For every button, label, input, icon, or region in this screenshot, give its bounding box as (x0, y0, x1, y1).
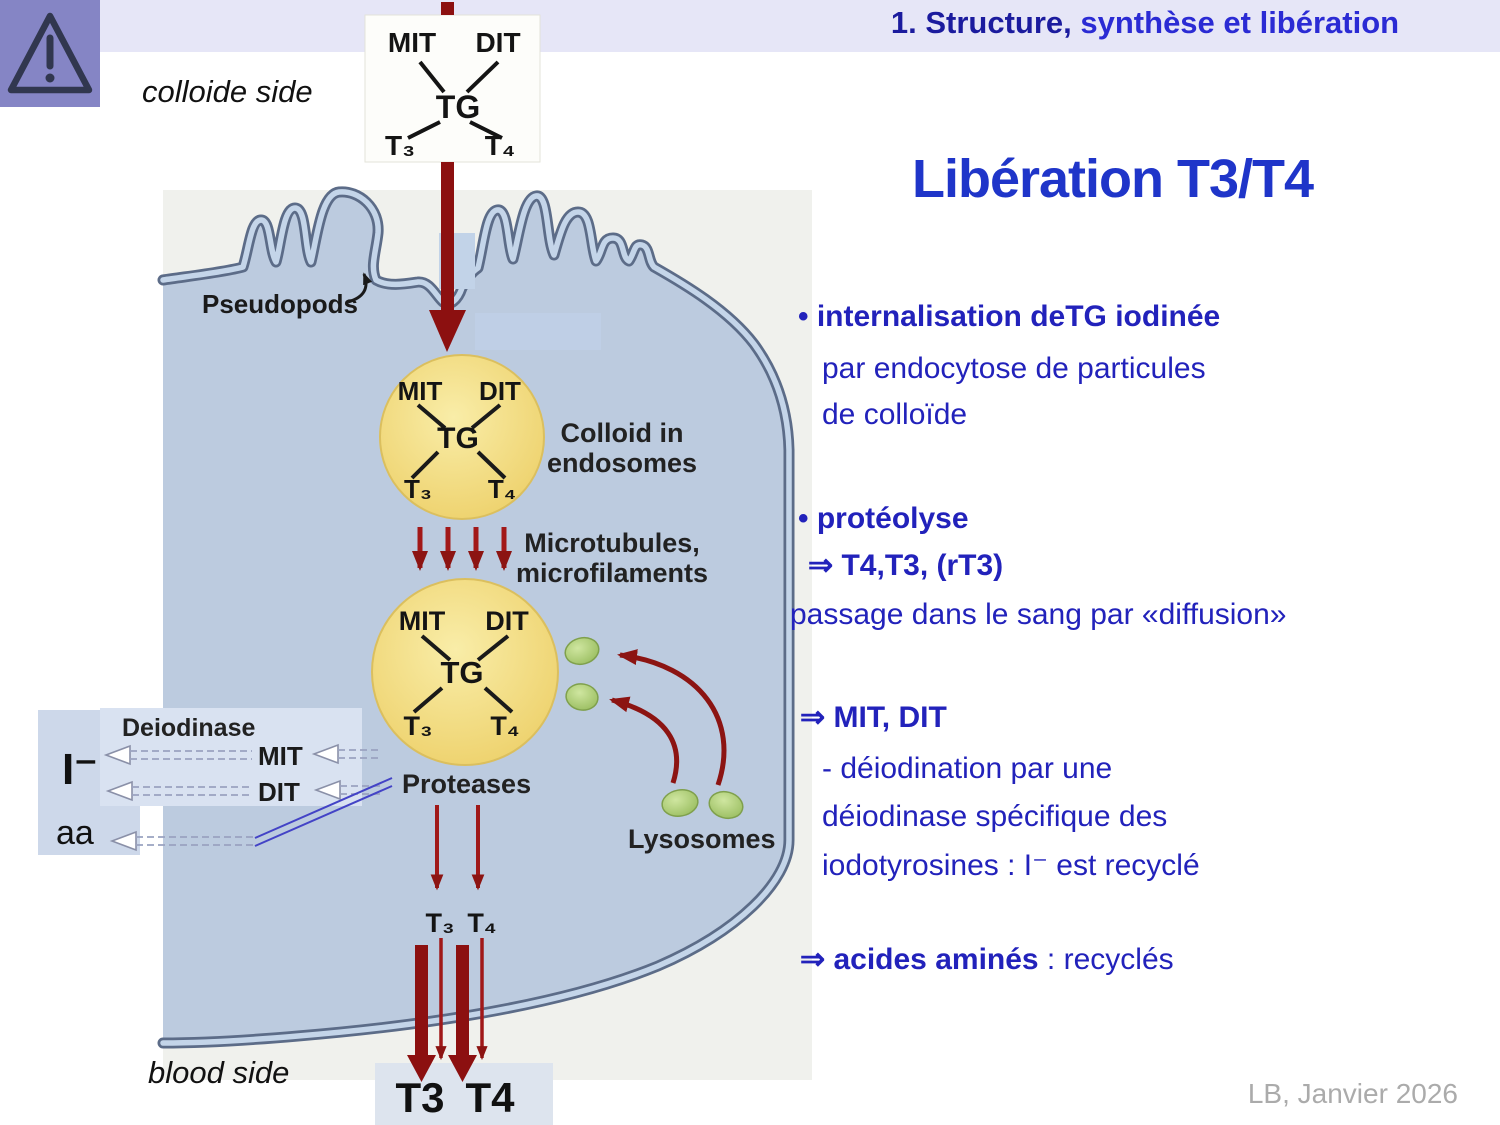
endolysosome-circle (371, 578, 559, 766)
endocytosis-arrow (429, 162, 466, 352)
exclamation-dot (45, 73, 55, 83)
t4-label: T₄ (488, 474, 516, 504)
hollow-left-arrow (109, 830, 137, 852)
mit-recycle-label: MIT (258, 741, 303, 771)
secretion-arrows-thin (435, 938, 488, 1061)
microtubules-label: Microtubules, (524, 528, 700, 558)
hollow-left-arrow (105, 780, 133, 802)
bullet-passage-sang: passage dans le sang par «diffusion» (790, 598, 1287, 631)
bullet-acides-amines: ⇒ acides aminés : recyclés (800, 942, 1174, 977)
lysosome-fusion-arrow (609, 696, 680, 784)
page-title: Libération T3/T4 (911, 149, 1314, 209)
warning-icon (0, 0, 100, 107)
blood-side-label: blood side (148, 1055, 290, 1090)
warning-triangle-icon (7, 12, 93, 94)
colloid-in-label: Colloid in (561, 418, 684, 448)
bullet-internalisation: • internalisation deTG iodinée (798, 300, 1221, 333)
bullet-t4t3: ⇒ T4,T3, (rT3) (808, 549, 1004, 582)
lysosome-vesicle (708, 790, 744, 820)
bullet-proteolyse: • protéolyse (798, 502, 969, 535)
dit-label: DIT (475, 27, 520, 58)
triangle-outline (7, 12, 93, 94)
red-mark-top (441, 2, 454, 15)
t3-label: T₃ (404, 711, 433, 741)
aa-double-line (254, 777, 393, 847)
tg-label: TG (440, 655, 483, 690)
blood-t4-label: T4 (465, 1074, 515, 1121)
t3-label: T₃ (404, 474, 432, 504)
microfilaments-label: microfilaments (516, 558, 708, 588)
mit-label: MIT (399, 606, 446, 636)
lysosome-vesicles (564, 636, 744, 820)
deiodinase-label: Deiodinase (122, 714, 255, 742)
dit-recycle-label: DIT (258, 777, 300, 807)
endosome-labels: MIT DIT TG T₃ T₄ (398, 376, 521, 504)
hollow-left-arrow (103, 744, 131, 766)
hollow-left-arrow (311, 743, 339, 765)
bullet-deiodination-line2: déiodinase spécifique des (822, 800, 1168, 833)
amino-acid-label: aa (56, 814, 94, 852)
header-part1: 1. Structure, (890, 5, 1072, 40)
endosome-bonds (410, 403, 507, 480)
lysosome-vesicle (565, 683, 599, 711)
bullet-internalisation-line3: de colloïde (822, 398, 968, 431)
header-part2: synthèse et libération (1071, 5, 1400, 40)
mit-label: MIT (388, 27, 436, 58)
lysosomes-label: Lysosomes (628, 824, 776, 854)
colloide-side-label: colloide side (142, 74, 313, 109)
t4-label: T₄ (490, 711, 519, 741)
proteases-label: Proteases (402, 769, 531, 799)
pseudopods-pointer-arrow (347, 272, 373, 304)
slide-header: 1. Structure, synthèse et libération (790, 5, 1500, 41)
tg-label: TG (437, 422, 479, 455)
tg-complex-bonds (407, 60, 503, 140)
blood-t3-label: T3 (395, 1074, 444, 1121)
acides-amines-bold: ⇒ acides aminés (800, 943, 1039, 976)
header-band (100, 0, 1500, 52)
pseudopods-label: Pseudopods (202, 289, 358, 319)
hollow-arrowheads (103, 743, 341, 852)
recycling-arrows (103, 743, 380, 852)
iodide-label: I⁻ (62, 745, 97, 794)
protease-arrows (430, 805, 485, 891)
t4-label: T₄ (485, 130, 515, 161)
hollow-left-arrow (313, 779, 341, 801)
bullet-internalisation-line2: par endocytose de particules (822, 352, 1206, 385)
bullet-deiodination-line1: - déiodination par une (822, 752, 1113, 785)
endolysosome-bonds (412, 634, 514, 714)
microtubule-arrows (412, 527, 512, 571)
secretion-arrows-thick (407, 945, 477, 1082)
dit-label: DIT (479, 376, 521, 406)
dit-label: DIT (485, 606, 529, 636)
cell-membrane-inner (160, 189, 792, 1046)
bullet-deiodination-line3: iodotyrosines : I⁻ est recyclé (822, 849, 1200, 882)
credit-text: LB, Janvier 2026 (1247, 1078, 1458, 1109)
bullet-mit-dit: ⇒ MIT, DIT (800, 701, 947, 734)
mit-label: MIT (398, 376, 443, 406)
patch-rect-2 (475, 313, 601, 350)
t4-mid-label: T₄ (467, 908, 496, 938)
lysosome-vesicle (661, 789, 699, 817)
acides-amines-rest: : recyclés (1038, 943, 1174, 976)
lysosome-vesicle (564, 636, 600, 666)
tg-complex-labels: MIT DIT TG T₃ T₄ (385, 27, 521, 161)
endosomes-label: endosomes (547, 448, 697, 478)
endolysosome-labels: MIT DIT TG T₃ T₄ (399, 606, 530, 741)
tg-label: TG (436, 89, 480, 125)
lysosome-fusion-arrow (617, 649, 727, 786)
t3-mid-label: T₃ (426, 908, 455, 938)
